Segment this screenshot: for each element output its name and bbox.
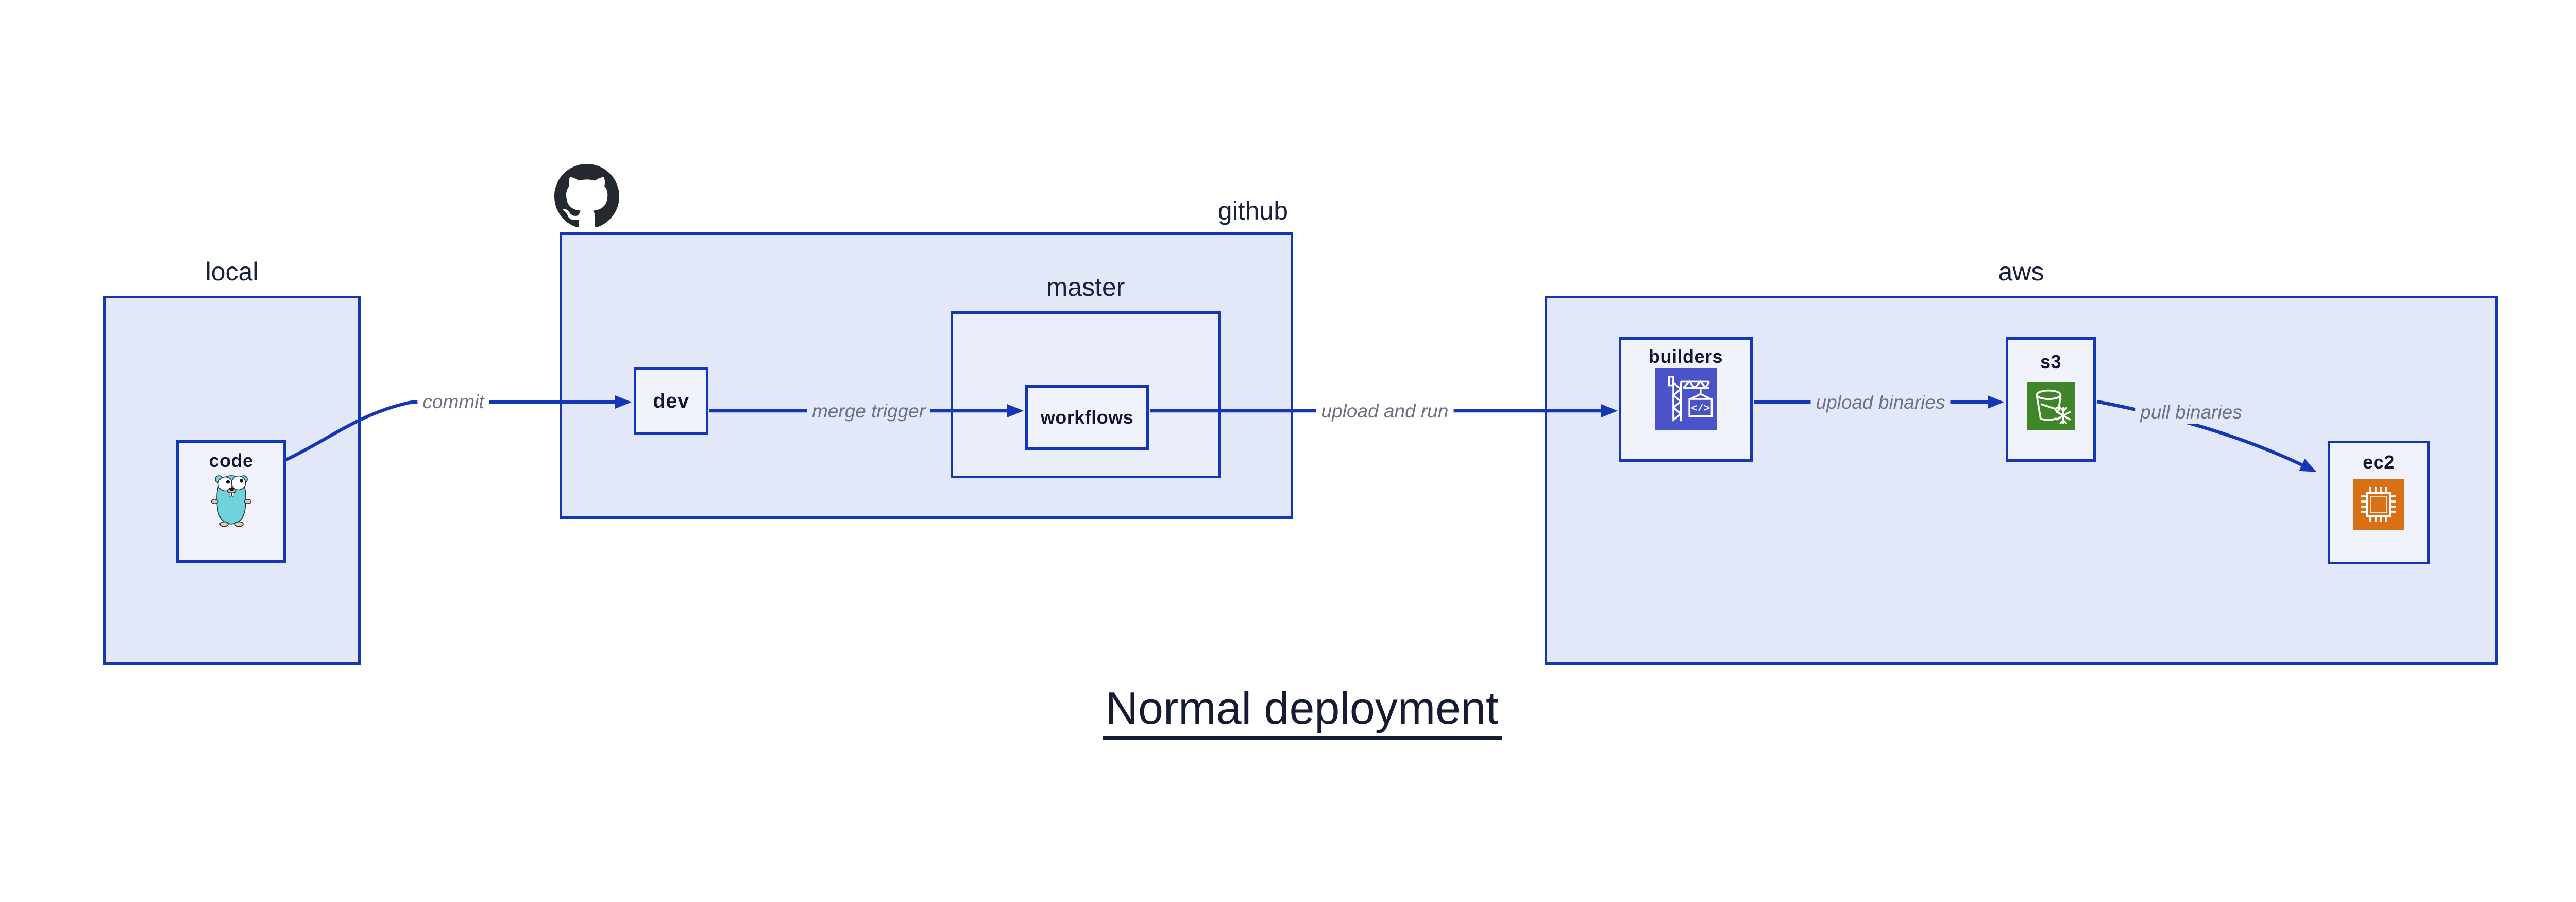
ec2-chip-icon [2353,479,2404,530]
edge-label-merge-trigger: merge trigger [806,399,931,423]
ec2-node-label: ec2 [2363,452,2395,473]
go-gopher-icon [211,472,252,528]
s3-node-label: s3 [2040,351,2062,372]
edge-label-upload-binaries: upload binaries [1810,391,1951,414]
builders-node-label: builders [1648,346,1723,367]
code-node-label: code [209,450,253,471]
s3-glacier-bucket-icon [2027,382,2075,430]
workflows-node-label: workflows [1040,407,1134,428]
aws-container-label: aws [1998,257,2044,286]
edge-label-upload-and-run: upload and run [1316,399,1454,423]
codebuild-crane-icon: </> [1655,368,1717,430]
diagram-title-wrap: Normal deployment [0,686,2576,740]
master-container-label: master [1046,273,1125,302]
edge-label-commit: commit [417,390,489,414]
diagram-title: Normal deployment [1102,686,1502,740]
github-container-label: github [1217,196,1288,225]
dev-node-label: dev [653,389,689,412]
github-octocat-icon [554,164,619,229]
svg-text:</>: </> [1691,403,1710,415]
edge-label-pull-binaries: pull binaries [2135,400,2247,424]
workflows-node-box: workflows [1025,385,1149,450]
local-container-label: local [205,257,259,286]
dev-node-box: dev [634,367,708,435]
